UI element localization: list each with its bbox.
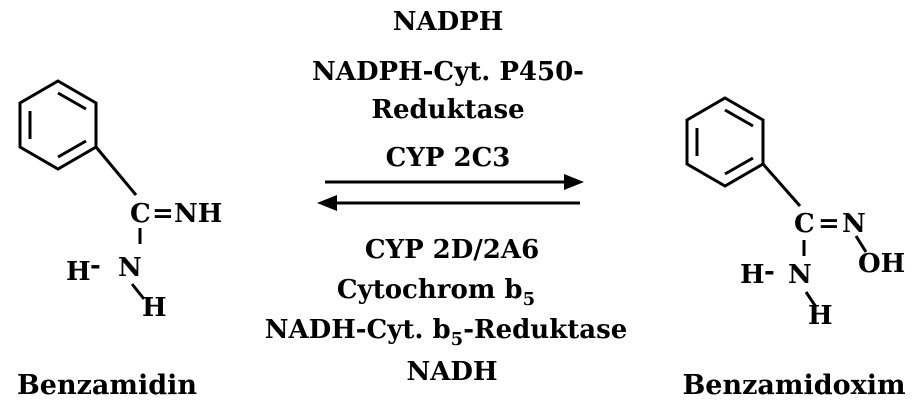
atom-n-left: N	[118, 253, 142, 283]
bond-single-right: -	[764, 257, 775, 287]
atom-c-right: C	[794, 209, 815, 239]
benzamidoxim-structure: C = N OH H - N H Benzamidoxim	[682, 96, 906, 401]
atom-c-left: C	[130, 199, 151, 229]
reverse-conditions: CYP 2D/2A6 Cytochrom b5 NADH-Cyt. b5-Red…	[265, 235, 628, 387]
bond-lines-left	[94, 146, 146, 300]
atom-h-bottom-left: H	[142, 293, 167, 323]
forward-cofactor-label: NADPH	[393, 7, 504, 37]
reverse-cyp-label: CYP 2D/2A6	[365, 235, 539, 265]
bond-double-right: =	[818, 209, 840, 239]
atom-n-top-right: N	[842, 209, 866, 239]
bond-lines-right	[761, 163, 868, 308]
bond-double-left: =	[152, 199, 174, 229]
forward-enzyme-label-2: Reduktase	[371, 95, 524, 125]
molecule-name-benzamidoxim: Benzamidoxim	[682, 370, 905, 401]
reverse-arrow-head	[317, 195, 337, 211]
atom-h-left-amine: H	[66, 257, 91, 287]
atom-nh-left: NH	[174, 199, 222, 229]
atom-n-right: N	[788, 260, 812, 290]
benzene-ring-left	[18, 79, 98, 171]
reverse-cofactor-label: NADH	[406, 357, 497, 387]
atom-h-bottom-right: H	[808, 301, 833, 331]
forward-enzyme-label-1: NADPH-Cyt. P450-	[312, 57, 584, 87]
molecule-name-benzamidin: Benzamidin	[17, 370, 197, 401]
atom-oh-right: OH	[858, 249, 905, 279]
equilibrium-arrows	[317, 174, 584, 211]
reverse-cytochrome-label: Cytochrom b5	[337, 275, 535, 310]
benzene-ring-right	[685, 96, 765, 188]
atom-h-left-amine-right: H	[740, 260, 765, 290]
forward-arrow-head	[564, 174, 584, 190]
benzamidin-structure: C = NH H - N H Benzamidin	[17, 79, 222, 401]
forward-cyp-label: CYP 2C3	[386, 143, 511, 173]
forward-conditions: NADPH NADPH-Cyt. P450- Reduktase CYP 2C3	[312, 7, 584, 173]
reverse-reductase-label: NADH-Cyt. b5-Reduktase	[265, 315, 628, 350]
bond-single-left: -	[90, 251, 101, 281]
